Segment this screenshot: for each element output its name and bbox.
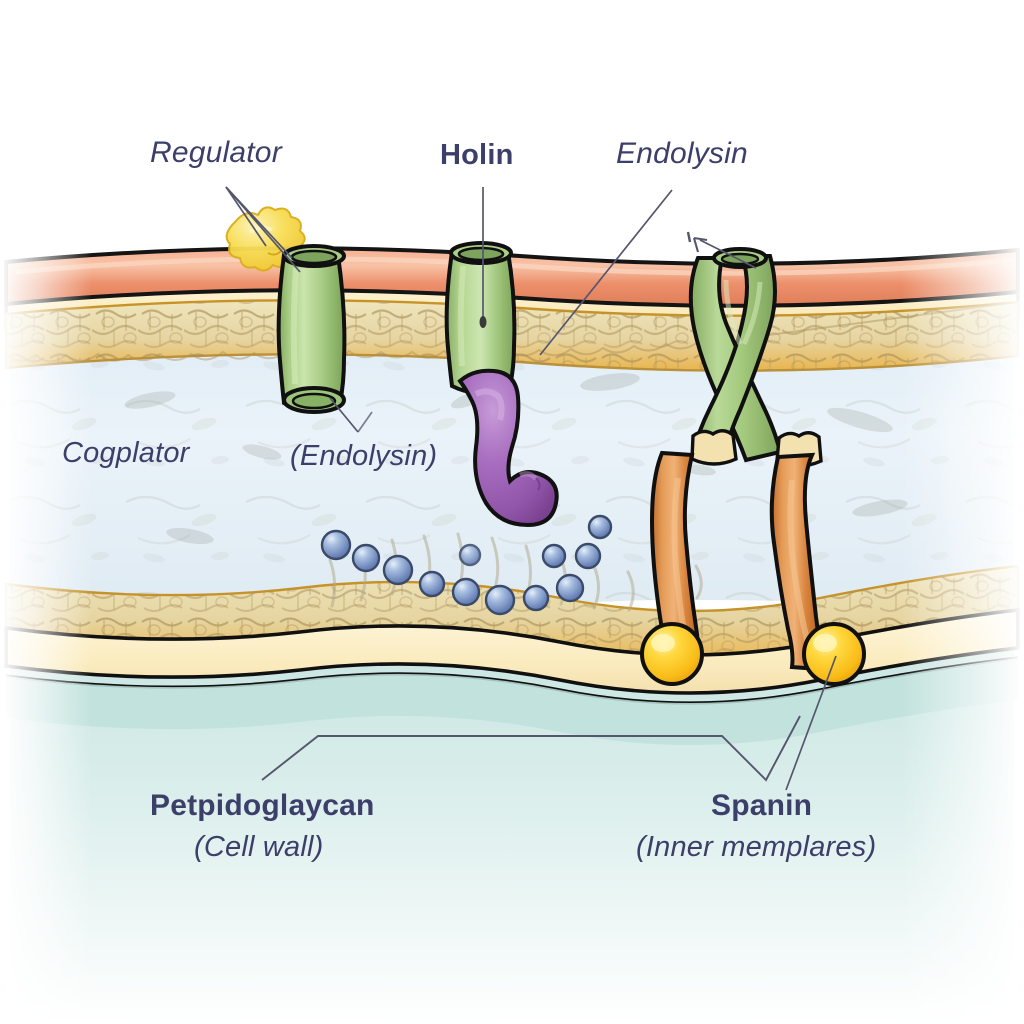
leader-endolysin — [539, 189, 673, 356]
leader-spanin-arrow — [699, 239, 757, 269]
vesicle — [451, 577, 481, 607]
leader-endolysin-paren — [329, 397, 359, 433]
label-cogplator: Cogplator — [62, 437, 190, 469]
periplasmic-vesicles-group — [320, 514, 613, 616]
inner-membrane-band — [4, 607, 1020, 695]
label-inner-membrane: (Inner memplares) — [636, 831, 877, 863]
spanin-anchor-left — [640, 622, 704, 686]
spanin-anchor-right-shine — [813, 634, 837, 652]
holin-channel-left — [276, 244, 347, 414]
spanin-anchor-right — [802, 622, 866, 686]
leader-lines-group — [225, 186, 837, 791]
holin-right-highlight — [457, 265, 466, 367]
spanin-orange-highlight-left — [671, 477, 689, 645]
vesicle — [587, 514, 613, 540]
endolysin-fold-line — [535, 477, 541, 491]
holin-left-top-lumen — [290, 249, 338, 265]
vesicle — [418, 570, 446, 598]
cytoplasm-top-tint — [6, 658, 1018, 745]
spanin-collar-left — [690, 429, 738, 466]
outer-membrane-specular — [15, 256, 1013, 276]
spanin-anchor-left-shine — [651, 634, 675, 652]
bottom-bracket — [261, 715, 801, 782]
leader-spanin-anchor — [785, 655, 837, 791]
vesicle — [522, 584, 550, 612]
label-endolysin: Endolysin — [616, 137, 748, 170]
leader-spanin-tick — [686, 231, 692, 243]
vesicle — [458, 543, 482, 567]
regulator-fold-line — [267, 250, 282, 256]
spanin-top-lumen — [720, 252, 760, 266]
leader-regulator-b — [225, 186, 293, 259]
holin-left-bottom-lumen — [291, 392, 337, 410]
leader-regulator-c — [225, 186, 267, 247]
label-holin: Holin — [440, 139, 514, 171]
vesicle — [320, 529, 352, 561]
spanin-green-highlight-right — [741, 281, 763, 346]
vesicle — [382, 554, 414, 586]
endolysin-protein-group — [457, 368, 559, 528]
label-cell-wall: (Cell wall) — [194, 831, 324, 863]
leader-endolysin-paren-2 — [357, 411, 373, 433]
holin-right-top-lumen — [457, 246, 505, 262]
spanin-orange-highlight-right — [787, 479, 811, 645]
endolysin-highlight — [474, 388, 505, 421]
vesicle — [555, 573, 585, 603]
label-spanin: Spanin — [711, 789, 813, 822]
spanin-complex-group — [640, 247, 866, 686]
vesicle — [351, 543, 381, 573]
leader-spanin-arrowhead — [692, 236, 708, 253]
spanin-green-highlight-left — [723, 279, 743, 346]
label-regulator: Regulator — [150, 136, 282, 169]
endolysin-foot-shine — [519, 471, 538, 481]
periplasm-debris — [124, 373, 908, 545]
periplasm-texture — [10, 286, 1014, 637]
vesicle — [541, 543, 567, 569]
label-endolysin-parenthetical: (Endolysin) — [290, 440, 438, 472]
leader-holin-dot — [479, 316, 487, 328]
endolysin-body — [457, 368, 559, 528]
vesicle — [484, 584, 516, 616]
holin-left-highlight — [290, 267, 299, 385]
label-peptidoglycan: Petpidoglaycan — [150, 789, 375, 822]
vesicle — [574, 542, 602, 570]
